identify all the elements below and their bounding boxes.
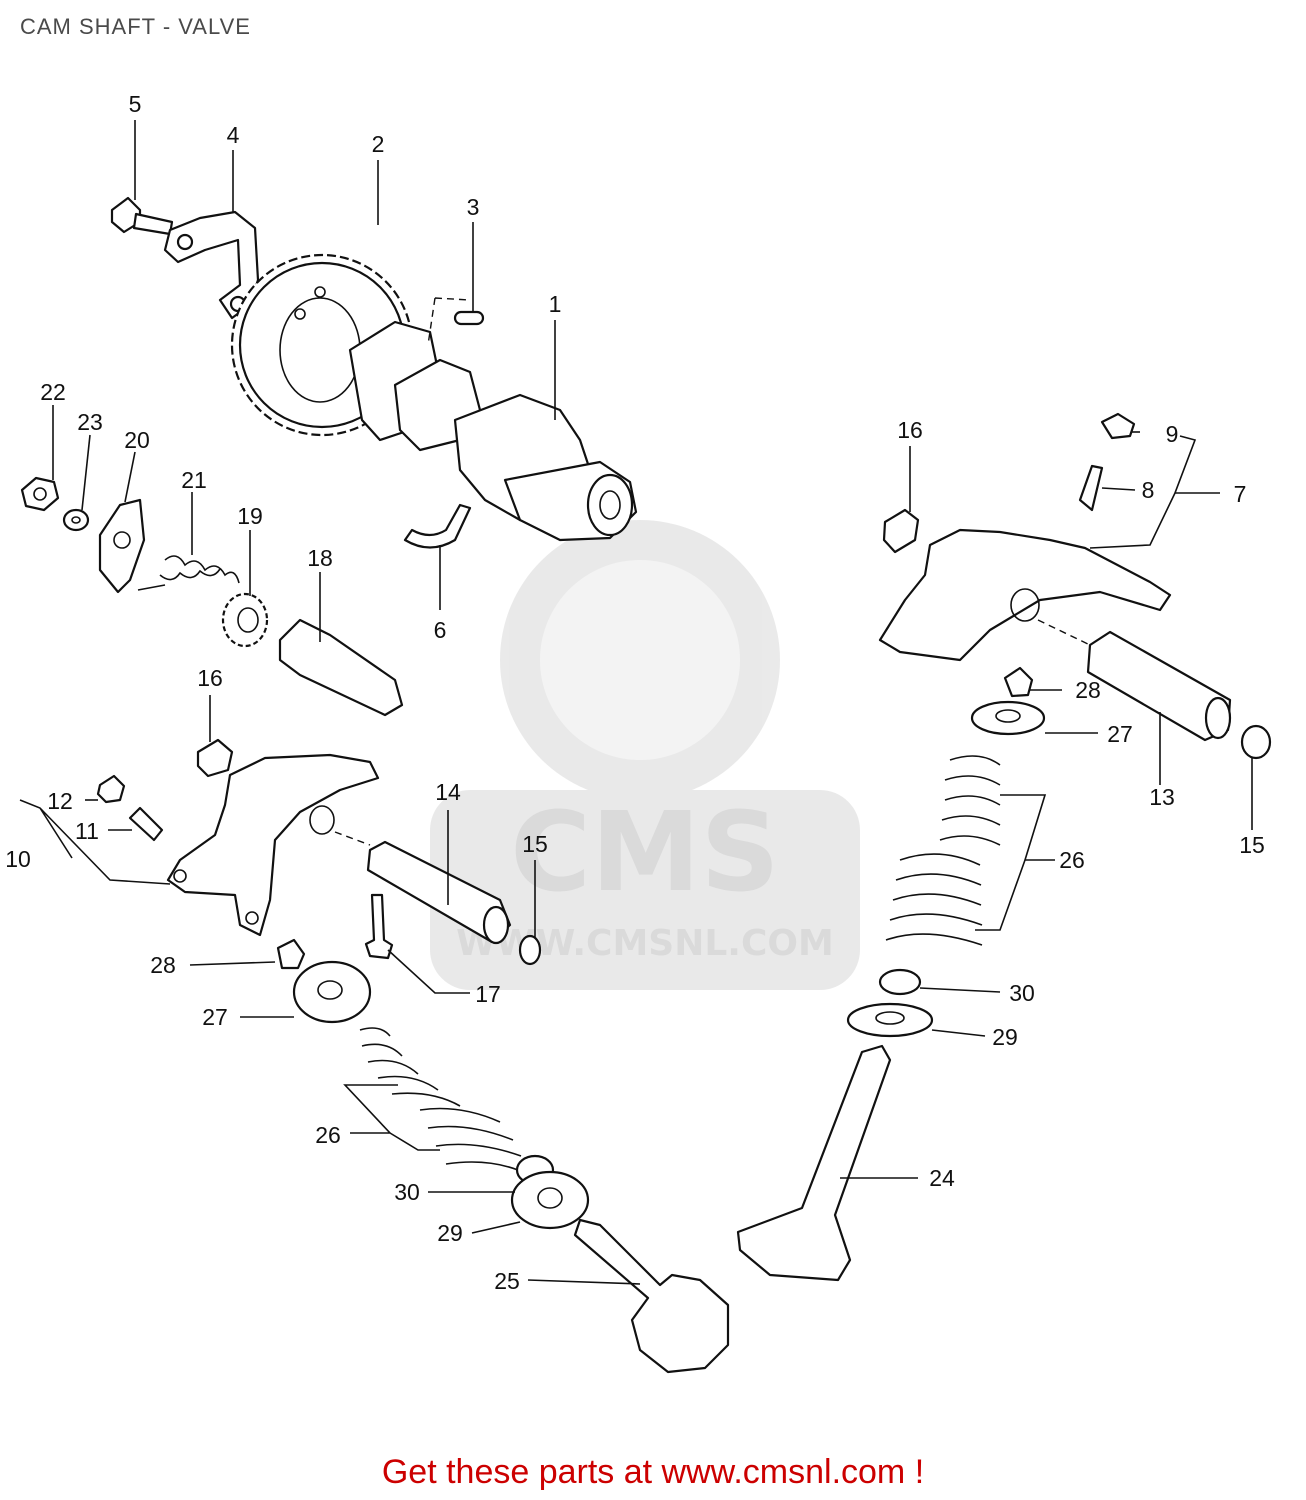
callout-7: 7: [1234, 481, 1247, 507]
callout-23: 23: [77, 409, 103, 435]
callout-20: 20: [124, 427, 150, 453]
part-torsion-spring: [137, 555, 240, 591]
part-rocker-shaft-left: [366, 840, 512, 945]
callout-21: 21: [181, 467, 207, 493]
part-spring-seat-right: [878, 968, 922, 996]
callout-26-right: 26: [1059, 847, 1085, 873]
part-circlip-right: [1240, 724, 1272, 760]
part-bolt: [110, 196, 174, 236]
part-circlip-left: [518, 934, 542, 966]
part-cotter-left: [276, 938, 306, 970]
footer-shop-link[interactable]: Get these parts at www.cmsnl.com !: [381, 1453, 925, 1491]
callout-2: 2: [372, 131, 385, 157]
part-oil-seal-upper: [882, 508, 920, 554]
part-lock-nut-left: [96, 774, 126, 804]
callout-29-left: 29: [437, 1220, 463, 1246]
part-oil-seal-lower: [196, 738, 234, 778]
callout-28-left: 28: [150, 952, 176, 978]
part-exhaust-valve: [736, 1044, 892, 1282]
part-valve-springs-left: [359, 1027, 522, 1171]
callout-10: 10: [5, 846, 31, 872]
part-adjust-screw-left: [128, 806, 164, 842]
callout-6: 6: [434, 617, 447, 643]
part-oil-seal-left: [510, 1170, 590, 1230]
part-dowel-pin: [364, 893, 394, 960]
part-rocker-arm-right: [878, 528, 1172, 662]
callout-25: 25: [494, 1268, 520, 1294]
callout-16-upper: 16: [897, 417, 923, 443]
callout-30-right: 30: [1009, 980, 1035, 1006]
callout-16-lower: 16: [197, 665, 223, 691]
callout-14: 14: [435, 779, 461, 805]
callout-labels: 5 4 2 3 1 6 22 23 20 21 19 18 16 9 8 7 2…: [5, 91, 1265, 1294]
part-oil-seal-right: [846, 1002, 934, 1038]
part-cotter-right: [1003, 666, 1034, 698]
part-adjust-screw: [1078, 464, 1104, 512]
callout-19: 19: [237, 503, 263, 529]
callout-11: 11: [75, 818, 99, 844]
callout-18: 18: [307, 545, 333, 571]
callout-29-right: 29: [992, 1024, 1018, 1050]
part-rocker-shaft-right: [1086, 630, 1232, 742]
part-camshaft: [348, 320, 638, 542]
callout-12: 12: [47, 788, 73, 814]
callout-17: 17: [475, 981, 501, 1007]
part-decomp-shaft: [278, 618, 404, 717]
callout-22: 22: [40, 379, 66, 405]
callout-27-right: 27: [1107, 721, 1133, 747]
callout-5: 5: [129, 91, 142, 117]
watermark-brand: CMS: [510, 788, 779, 916]
part-retainer-right: [970, 700, 1046, 736]
part-washer: [62, 508, 90, 532]
callout-9: 9: [1166, 421, 1179, 447]
callout-26-left: 26: [315, 1122, 341, 1148]
page-title: CAM SHAFT - VALVE: [20, 14, 251, 39]
leader-lines: [19, 120, 1253, 1285]
callout-27-left: 27: [202, 1004, 228, 1030]
part-half-ring: [403, 503, 472, 549]
part-gear: [221, 592, 269, 648]
part-valve-springs-right: [885, 755, 1001, 946]
callout-8: 8: [1142, 477, 1155, 503]
watermark-url: WWW.CMSNL.COM: [456, 923, 834, 964]
callout-4: 4: [227, 122, 240, 148]
part-rocker-arm-left: [166, 753, 380, 937]
part-adjust-nut: [1100, 412, 1136, 440]
part-nut: [20, 476, 60, 512]
callout-15-right: 15: [1239, 832, 1265, 858]
callout-28-right: 28: [1075, 677, 1101, 703]
callout-1: 1: [549, 291, 562, 317]
part-pin: [427, 297, 485, 346]
callout-15-left: 15: [522, 831, 548, 857]
callout-13: 13: [1149, 784, 1175, 810]
part-intake-valve: [573, 1218, 730, 1374]
part-retainer-left: [292, 960, 372, 1024]
callout-24: 24: [929, 1165, 955, 1191]
callout-30-left: 30: [394, 1179, 420, 1205]
cms-watermark: CMS WWW.CMSNL.COM: [430, 520, 860, 990]
callout-3: 3: [467, 194, 480, 220]
part-plate: [98, 498, 146, 594]
